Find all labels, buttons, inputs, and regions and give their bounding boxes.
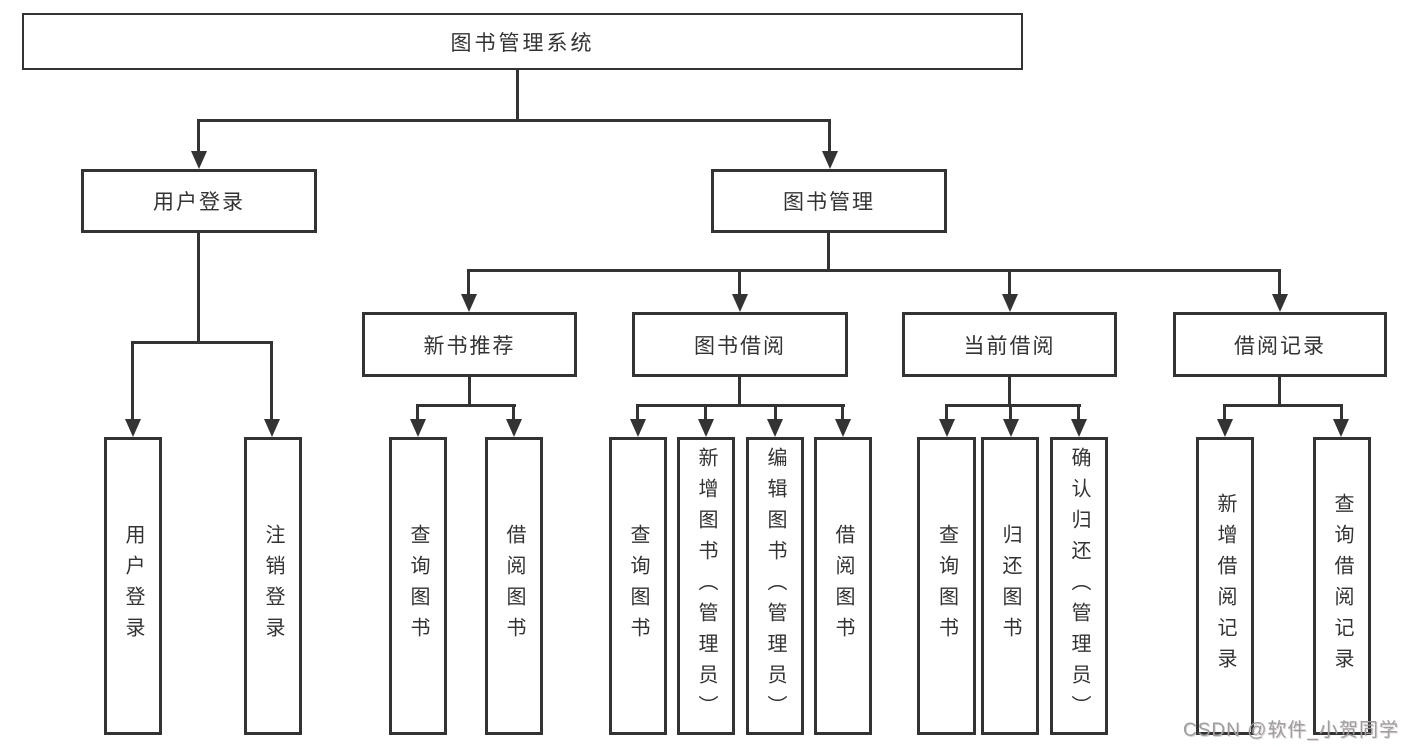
connector-line [516, 69, 519, 121]
leaf-return-books: 归还图书 [981, 437, 1039, 735]
leaf-borrow-books: 借阅图书 [814, 437, 872, 735]
node-label: 查询图书 [935, 524, 958, 648]
node-label: 查询借阅记录 [1331, 493, 1353, 679]
node-label: 编辑图书（管理员） [764, 446, 786, 726]
leaf-user-login: 用户登录 [104, 437, 162, 735]
connector-line [1223, 404, 1343, 407]
connector-line [738, 271, 741, 297]
csdn-watermark: CSDN @软件_小贺同学 [1183, 720, 1399, 741]
connector-line [1278, 377, 1281, 407]
connector-line [636, 406, 639, 424]
connector-line [774, 406, 777, 424]
leaf-edit-books-admin: 编辑图书（管理员） [746, 437, 804, 735]
arrow-down-icon [1333, 419, 1349, 437]
node-library-management-system: 图书管理系统 [22, 13, 1023, 70]
arrow-down-icon [506, 419, 522, 437]
node-label: 查询图书 [627, 524, 649, 648]
connector-line [416, 404, 516, 407]
connector-line [738, 377, 741, 407]
node-label: 图书管理系统 [450, 31, 595, 55]
node-label: 注销登录 [262, 524, 284, 648]
node-label: 图书管理 [783, 191, 875, 214]
node-label: 确认归还（管理员） [1068, 446, 1090, 726]
arrow-down-icon [410, 419, 426, 437]
leaf-logout: 注销登录 [244, 437, 302, 735]
arrow-down-icon [767, 419, 783, 437]
connector-line [704, 406, 707, 424]
connector-line [467, 271, 470, 297]
arrow-down-icon [1003, 419, 1019, 437]
leaf-borrow-books-recommend: 借阅图书 [485, 437, 543, 735]
leaf-add-books-admin: 新增图书（管理员） [677, 437, 735, 735]
connector-line [1009, 406, 1012, 424]
node-label: 查询图书 [407, 524, 429, 648]
node-current-borrowing: 当前借阅 [902, 312, 1117, 377]
connector-line [1340, 406, 1343, 424]
node-label: 新书推荐 [423, 334, 516, 358]
connector-line [467, 269, 1281, 272]
node-label: 当前借阅 [963, 334, 1056, 358]
connector-line [197, 120, 200, 154]
arrow-down-icon [822, 151, 838, 169]
arrow-down-icon [264, 419, 280, 437]
node-label: 借阅记录 [1234, 334, 1326, 358]
arrow-down-icon [630, 419, 646, 437]
connector-line [270, 343, 273, 423]
connector-line [416, 406, 419, 424]
node-label: 归还图书 [999, 524, 1021, 648]
node-label: 新增借阅记录 [1214, 493, 1236, 679]
node-user-login: 用户登录 [81, 169, 317, 233]
arrow-down-icon [191, 151, 207, 169]
connector-line [827, 233, 830, 271]
arrow-down-icon [1002, 294, 1018, 312]
node-book-borrowing: 图书借阅 [632, 312, 848, 377]
connector-line [197, 119, 831, 122]
node-label: 借阅图书 [503, 524, 525, 648]
leaf-query-books-borrowing: 查询图书 [609, 437, 667, 735]
connector-line [828, 120, 831, 154]
connector-line [1223, 406, 1226, 424]
leaf-query-borrow-record: 查询借阅记录 [1313, 437, 1371, 735]
connector-line [1008, 271, 1011, 297]
node-book-management: 图书管理 [711, 169, 947, 233]
arrow-down-icon [461, 294, 477, 312]
connector-line [1077, 406, 1080, 424]
connector-line [197, 233, 200, 343]
leaf-add-borrow-record: 新增借阅记录 [1196, 437, 1254, 735]
connector-line [945, 406, 948, 424]
arrow-down-icon [835, 419, 851, 437]
leaf-query-books-recommend: 查询图书 [389, 437, 447, 735]
arrow-down-icon [939, 419, 955, 437]
connector-line [636, 404, 845, 407]
connector-line [131, 341, 273, 344]
node-label: 用户登录 [153, 191, 245, 214]
leaf-query-books-current: 查询图书 [917, 437, 976, 735]
connector-line [131, 343, 134, 423]
connector-line [841, 406, 844, 424]
connector-line [512, 406, 515, 424]
connector-line [945, 404, 1081, 407]
node-borrowing-records: 借阅记录 [1173, 312, 1387, 377]
connector-line [1278, 271, 1281, 297]
node-label: 新增图书（管理员） [695, 446, 717, 726]
arrow-down-icon [125, 419, 141, 437]
arrow-down-icon [1217, 419, 1233, 437]
arrow-down-icon [732, 294, 748, 312]
node-label: 借阅图书 [832, 524, 854, 648]
node-label: 用户登录 [122, 524, 144, 648]
arrow-down-icon [1272, 294, 1288, 312]
node-label: 图书借阅 [694, 334, 786, 358]
leaf-confirm-return-admin: 确认归还（管理员） [1050, 437, 1108, 735]
arrow-down-icon [1071, 419, 1087, 437]
connector-line [1008, 377, 1011, 407]
node-new-book-recommendation: 新书推荐 [362, 312, 577, 377]
arrow-down-icon [698, 419, 714, 437]
connector-line [468, 377, 471, 407]
